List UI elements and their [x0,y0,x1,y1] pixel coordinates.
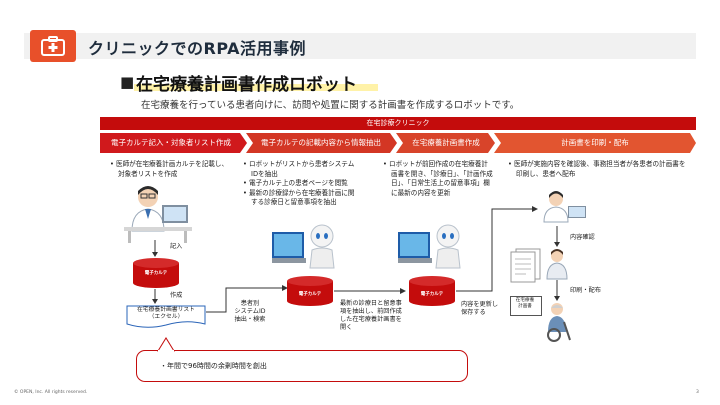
extract-label: 患者別 システムID 抽出・検索 [234,300,266,323]
plan-document-label: 在宅療養 計画書 [515,298,535,309]
bullet-item: • ロボットが前回作成の在宅療養計画書を開き、「診療日」、「計画作成日」、「日常… [383,160,493,197]
step-chevron-2 [246,133,397,153]
save-label: 内容を更新し 保存する [461,301,499,316]
plan-document [510,296,542,316]
bullet-item: • 最新の診療録から在宅療養計画に関する診療日と留意事項を抽出 [243,188,355,207]
step-chevrons [100,133,696,153]
clinic-banner: 在宅診療クリニック [100,117,696,130]
arrow-update [334,288,406,294]
callout-box [136,350,468,382]
db-label-1: 電子カルテ [144,271,168,276]
step-label-2: 電子カルテの記載内容から情報抽出 [261,138,381,147]
section-marker: ■ [120,73,135,91]
record-label: 記入 [170,243,183,250]
step-label-1: 電子カルテ記入・対象者リスト作成 [111,138,231,147]
callout-text: ・年間で96時間の余剰時間を創出 [160,362,267,370]
staff-icon [546,249,568,280]
section-title: 在宅療養計画書作成ロボット [136,75,357,95]
footer-copyright: © OPEN, Inc. All rights reserved. [14,390,88,395]
first-aid-kit-icon [30,30,76,62]
robot-pc-icon-1 [272,224,335,269]
arrow-print [554,280,560,301]
update-label: 最新の診療日と留意事項を抽出し、前回作成した在宅療養計画書を開く [340,300,402,331]
bullet-item: • 電子カルテ上の患者ページを閲覧 [243,179,348,188]
step2-bullets: • ロボットがリストから患者システムIDを抽出 • 電子カルテ上の患者ページを閲… [243,160,361,208]
step-label-3: 在宅療養計画書作成 [412,138,480,147]
robot-pc-icon-2 [398,224,461,269]
create-label: 作成 [170,292,183,299]
step4-bullets: • 医師が実施内容を確認後、事務担当者が各患者の計画書を印刷し、患者へ配布 [508,160,688,179]
page-title: クリニックでのRPA活用事例 [88,39,306,58]
header-bar [24,33,696,59]
db-label-2: 電子カルテ [298,292,322,297]
arrow-to-doctor [456,206,538,292]
db-cylinder-2 [287,276,333,306]
section-description: 在宅療養を行っている患者向けに、訪問や処置に関する計画書を作成するロボットです。 [141,100,520,111]
step1-bullets: • 医師が在宅療養計画カルテを記載し、対象者リストを作成 [110,160,232,179]
step-chevron-3 [396,133,495,153]
db-label-3: 電子カルテ [420,292,444,297]
title-highlight [134,84,378,91]
bullet-item: • 医師が実施内容を確認後、事務担当者が各患者の計画書を印刷し、患者へ配布 [508,160,686,178]
list-document [126,305,206,328]
arrow-record [152,240,158,257]
print-label: 印刷・配布 [570,287,601,294]
paper-stack-icon [510,248,541,283]
step3-bullets: • ロボットが前回作成の在宅療養計画書を開き、「診療日」、「計画作成日」、「日常… [383,160,493,198]
arrow-extract [206,285,288,313]
bullet-item: • 医師が在宅療養計画カルテを記載し、対象者リストを作成 [110,160,229,178]
doctor-pc-icon [543,191,586,223]
patient-wheelchair-icon [547,303,571,342]
step-chevron-1 [100,133,247,153]
step-chevron-4 [494,133,696,153]
confirm-label: 内容確認 [570,234,595,241]
db-cylinder-3 [409,276,455,306]
arrow-create [152,289,158,304]
list-document-label: 在宅療養計画書リスト （エクセル） [137,307,195,320]
db-cylinder-1 [133,258,179,288]
page-number: 3 [696,390,699,395]
step-label-4: 計画書を印刷・配布 [561,138,629,147]
callout-pointer [157,337,175,352]
arrow-confirm [554,226,560,247]
doctor-desk-icon [124,186,192,243]
bullet-item: • ロボットがリストから患者システムIDを抽出 [243,160,355,178]
